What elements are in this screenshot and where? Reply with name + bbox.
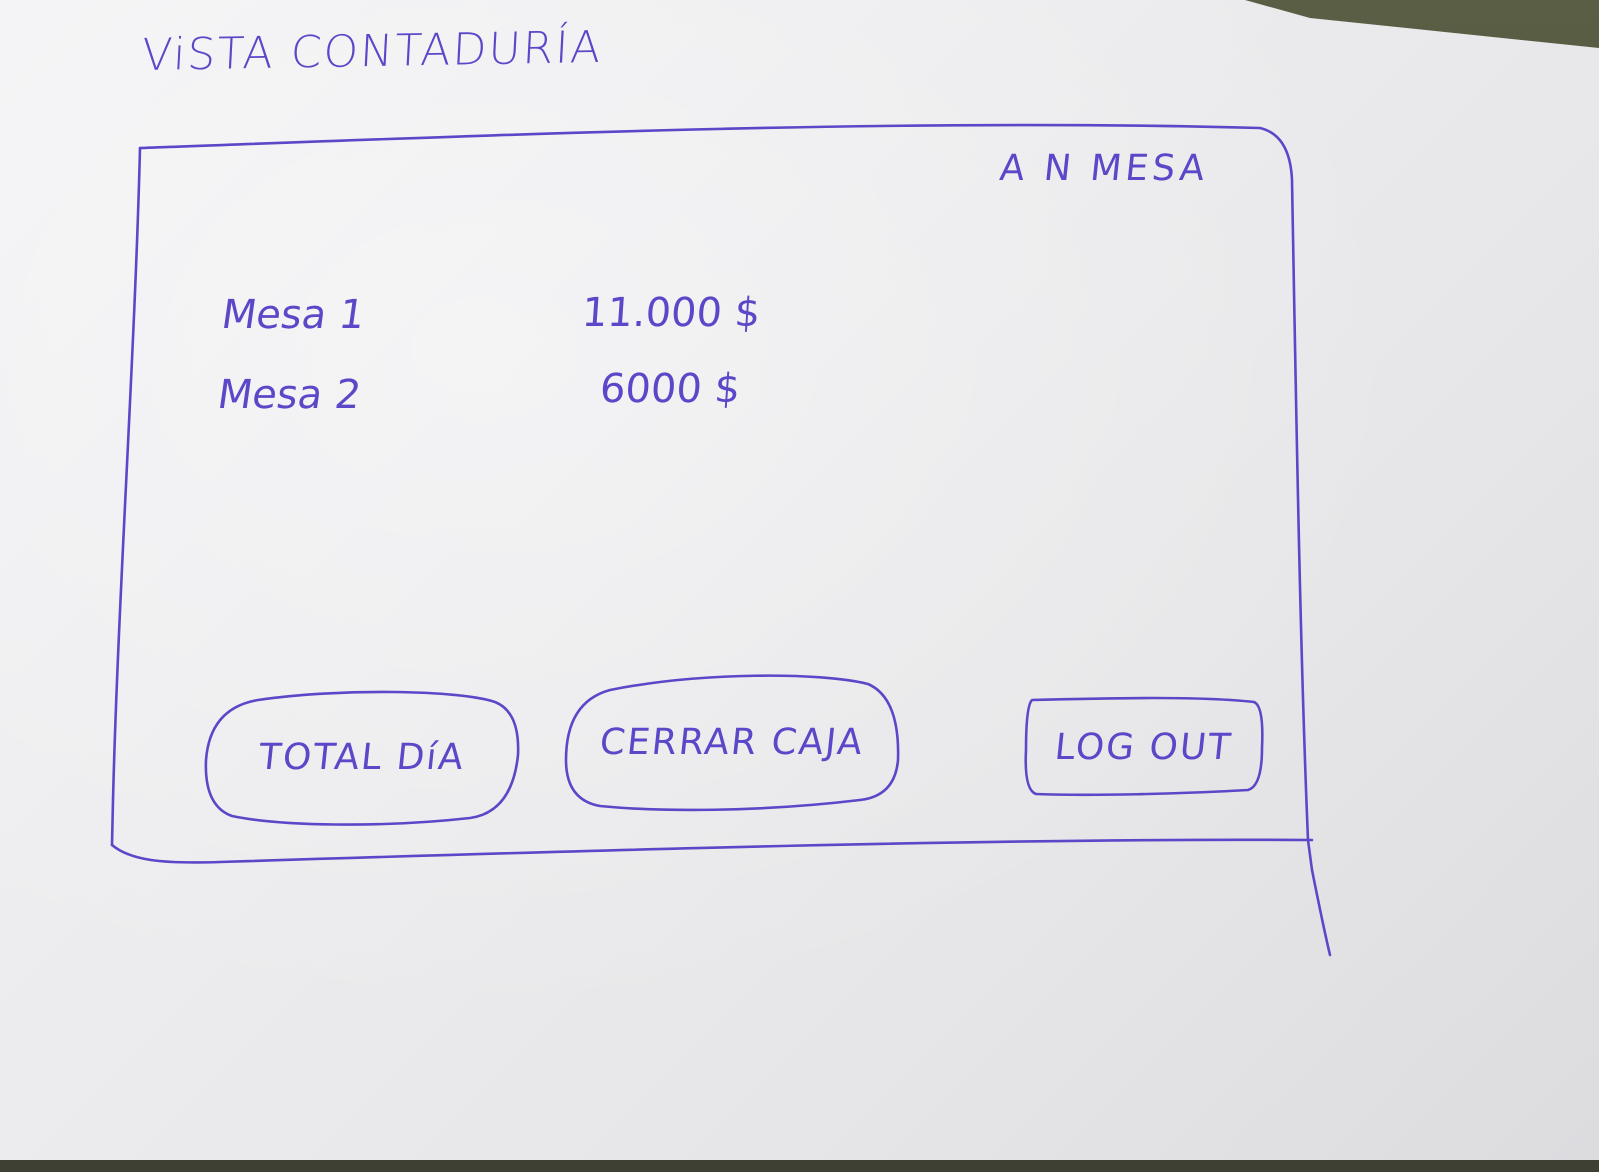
log-out-label: LOG OUT bbox=[1053, 726, 1235, 768]
header-label: A N MESA bbox=[997, 148, 1211, 189]
sketch-title: ViSTA CONTADURÍA bbox=[140, 21, 604, 82]
table-row-amount-2: 6000 $ bbox=[598, 366, 742, 412]
cerrar-caja-button[interactable]: CERRAR CAJA bbox=[566, 676, 898, 808]
total-dia-button[interactable]: TOTAL DíA bbox=[206, 692, 518, 822]
cerrar-caja-label: CERRAR CAJA bbox=[597, 721, 867, 763]
log-out-button[interactable]: LOG OUT bbox=[1026, 698, 1262, 796]
table-row-label-1: Mesa 1 bbox=[218, 292, 368, 338]
table-row-label-2: Mesa 2 bbox=[214, 372, 364, 418]
table-row-amount-1: 11.000 $ bbox=[580, 290, 762, 336]
total-dia-label: TOTAL DíA bbox=[256, 736, 468, 778]
